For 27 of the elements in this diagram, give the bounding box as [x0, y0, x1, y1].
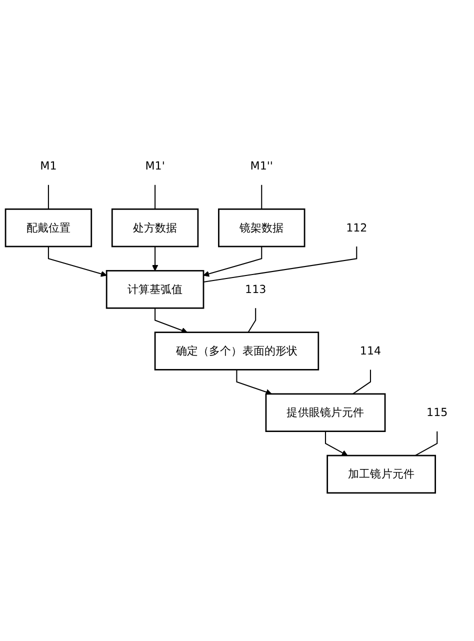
connector: [248, 308, 256, 333]
arrow: [154, 308, 188, 334]
node-box: 提供眼镜片元件: [265, 394, 386, 432]
connector: [414, 432, 438, 456]
arrow: [48, 246, 107, 278]
connector: [352, 370, 371, 395]
arrow: [152, 246, 158, 272]
node-box: 配戴位置: [4, 208, 92, 248]
arrow: [236, 370, 272, 396]
node-text: M1: [40, 160, 57, 173]
node-box: 镜架数据: [218, 208, 306, 248]
node-text: 115: [426, 406, 448, 420]
node-text: 113: [245, 282, 266, 296]
node-box: 计算基弧值: [106, 270, 204, 310]
connector: [261, 185, 262, 210]
connector: [48, 185, 49, 210]
node-box: 加工镜片元件: [326, 455, 436, 494]
arrow: [324, 432, 348, 456]
connector: [203, 246, 358, 283]
node-text: 112: [346, 221, 368, 234]
node-box: 确定（多个）表面的形状: [154, 332, 320, 371]
connector: [154, 185, 156, 210]
node-text: M1'': [250, 160, 273, 173]
node-text: 114: [360, 344, 382, 358]
node-box: 处方数据: [111, 208, 199, 248]
node-text: M1': [145, 160, 165, 173]
arrow: [203, 246, 262, 278]
